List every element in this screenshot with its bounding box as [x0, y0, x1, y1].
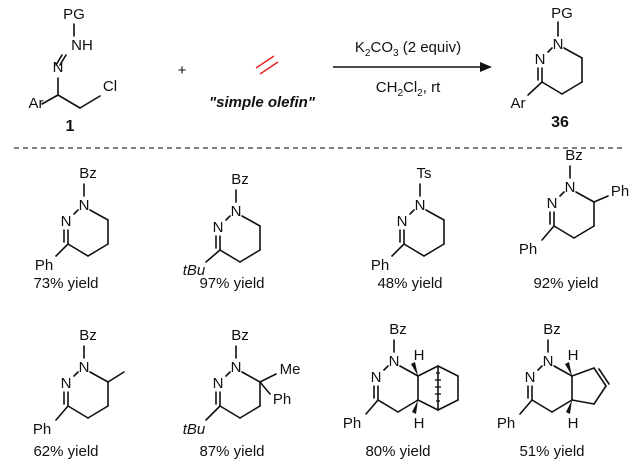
n2-label: N: [371, 369, 382, 386]
example-4: Bz N N Ph Ph 92% yield: [519, 147, 629, 292]
group-label: Ph: [371, 257, 389, 274]
n1-label: N: [415, 197, 426, 214]
product-36: PG N N Ar 36: [511, 5, 583, 131]
example-8: Bz N N H H Ph 51% yield: [497, 321, 610, 460]
yield-label: 80% yield: [365, 443, 430, 460]
n1-label: N: [231, 203, 242, 220]
olefin-label: "simple olefin": [209, 94, 316, 111]
pg-label: Ts: [417, 165, 432, 182]
example-5: Bz N N Ph 62% yield: [33, 327, 125, 460]
yield-label: 73% yield: [33, 275, 98, 292]
group-label: Ph: [33, 421, 51, 438]
extra-group-label: Ph: [611, 183, 629, 200]
olefin-icon: [255, 55, 279, 75]
n2-label: N: [535, 51, 546, 68]
pg-label: Bz: [79, 327, 97, 344]
example-7: Bz N N H H Ph 80% yield: [343, 321, 459, 460]
n2-label: N: [525, 369, 536, 386]
group-label: Ph: [343, 415, 361, 432]
ar-label: Ar: [29, 95, 44, 112]
n1-label: N: [565, 179, 576, 196]
example-6: Bz N N Me Ph tBu 87% yield: [183, 327, 301, 460]
n2-label: N: [61, 213, 72, 230]
n2-label: N: [547, 195, 558, 212]
example-1: Bz N N Ph 73% yield: [33, 165, 109, 292]
ar-label: Ar: [511, 95, 526, 112]
pg-label: Bz: [389, 321, 407, 338]
pg-label: Bz: [543, 321, 561, 338]
group-label: Ph: [519, 241, 537, 258]
reaction-arrow: [333, 62, 492, 72]
pg-label: Bz: [231, 171, 249, 188]
nh-label: NH: [71, 37, 93, 54]
yield-label: 48% yield: [377, 275, 442, 292]
n1-label: N: [389, 353, 400, 370]
reactant-1: PG NH N Ar Cl 1: [29, 6, 118, 135]
solvent-text: CH2Cl2, rt: [376, 79, 441, 99]
h-bottom-label: H: [568, 415, 579, 432]
pg-label: PG: [63, 6, 85, 23]
n1-label: N: [231, 359, 242, 376]
group-label: tBu: [183, 421, 206, 438]
n1-label: N: [553, 36, 564, 53]
reagent-text: K2CO3 (2 equiv): [355, 39, 461, 59]
yield-label: 62% yield: [33, 443, 98, 460]
plus-sign: +: [178, 62, 187, 79]
pg-label: PG: [551, 5, 573, 22]
yield-label: 87% yield: [199, 443, 264, 460]
example-3: Ts N N Ph 48% yield: [371, 165, 445, 292]
n2-label: N: [213, 375, 224, 392]
n2-label: N: [397, 213, 408, 230]
group-label: Ph: [497, 415, 515, 432]
compound-number-1: 1: [66, 118, 75, 135]
n1-label: N: [79, 359, 90, 376]
pg-label: Bz: [79, 165, 97, 182]
cl-label: Cl: [103, 78, 117, 95]
yield-label: 97% yield: [199, 275, 264, 292]
n-label: N: [53, 59, 64, 76]
n2-label: N: [213, 219, 224, 236]
pg-label: Bz: [565, 147, 583, 164]
yield-label: 92% yield: [533, 275, 598, 292]
extra-group-label: Ph: [273, 391, 291, 408]
h-top-label: H: [414, 347, 425, 364]
pg-label: Bz: [231, 327, 249, 344]
n1-label: N: [543, 353, 554, 370]
me-label: Me: [280, 361, 301, 378]
example-2: Bz N N tBu 97% yield: [183, 171, 265, 292]
group-label: tBu: [183, 262, 206, 279]
n1-label: N: [79, 197, 90, 214]
h-top-label: H: [568, 347, 579, 364]
compound-number-36: 36: [551, 114, 569, 131]
n2-label: N: [61, 375, 72, 392]
group-label: Ph: [35, 257, 53, 274]
yield-label: 51% yield: [519, 443, 584, 460]
h-bottom-label: H: [414, 415, 425, 432]
